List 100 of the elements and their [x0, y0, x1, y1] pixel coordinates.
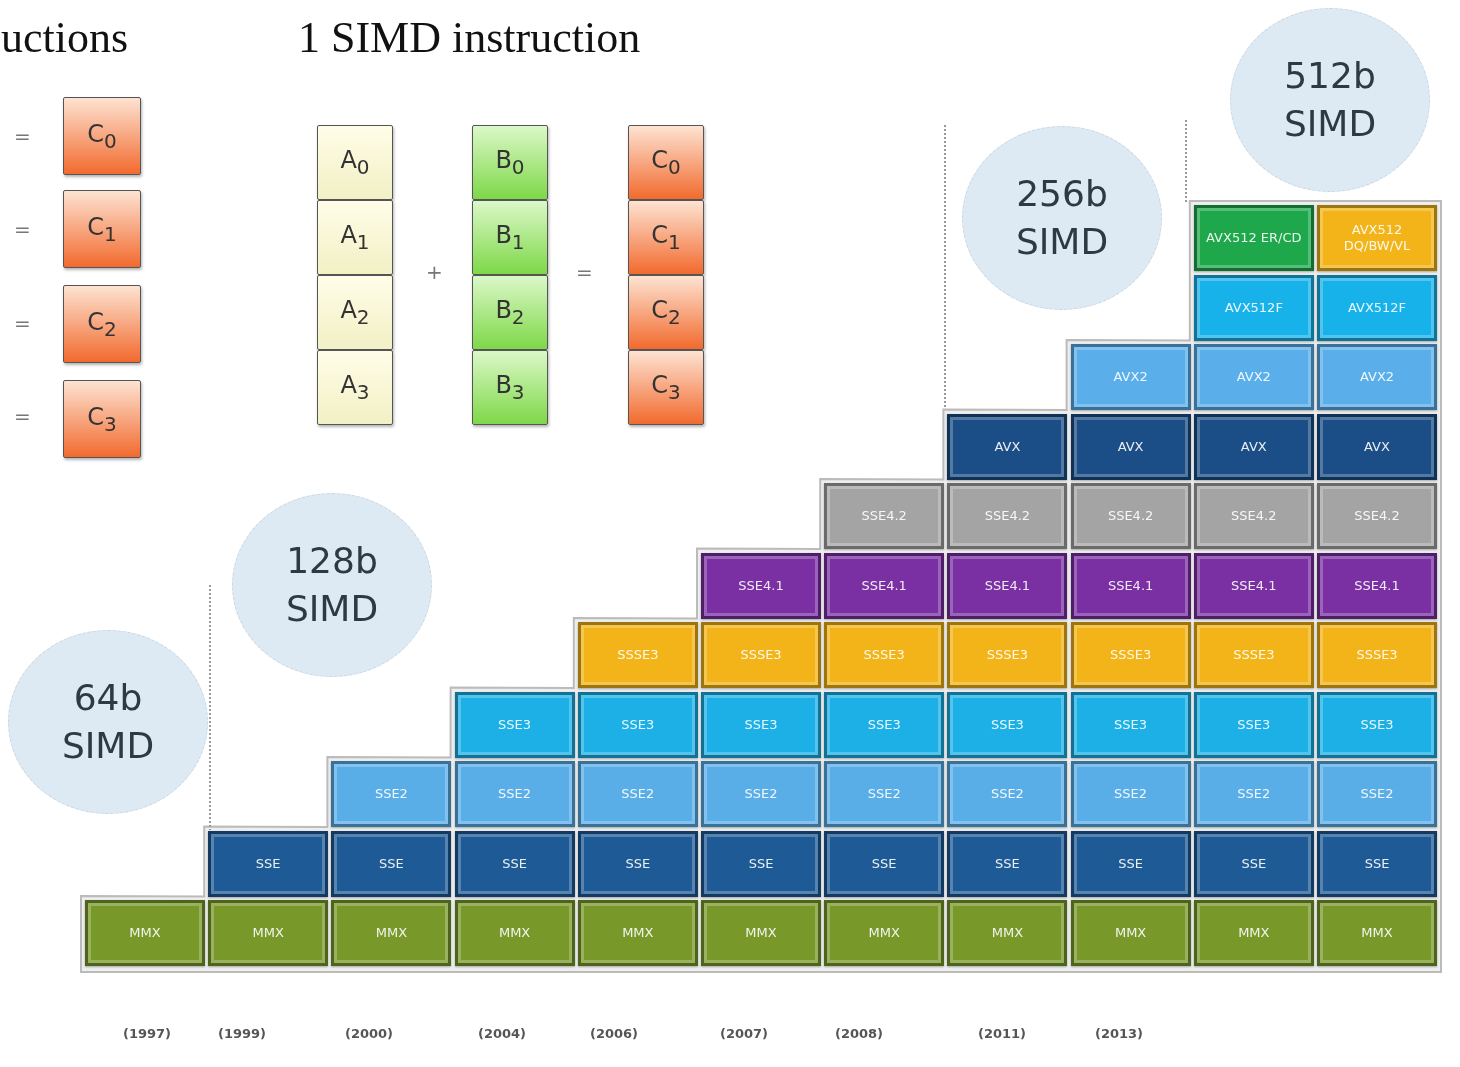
operator-sign: = [14, 126, 31, 146]
block-label: AVX512F [1347, 299, 1407, 316]
instruction-set-block [1070, 413, 1191, 480]
block-label: SSSE3 [1233, 647, 1275, 663]
block-label: SSE3 [867, 716, 901, 733]
instruction-set-block [824, 691, 945, 758]
block-label: SSE4.2 [1231, 508, 1277, 524]
instruction-set-block [208, 830, 329, 897]
block-label: SSSE3 [986, 647, 1028, 663]
instruction-set-block [947, 413, 1068, 480]
operator-sign: = [14, 219, 31, 239]
block-label: SSE4.2 [984, 508, 1031, 524]
instruction-set-block [577, 900, 698, 966]
block-label: SSE2 [498, 786, 532, 802]
operator-sign: = [14, 313, 31, 333]
block-label: SSE4.2 [1354, 508, 1400, 524]
instruction-set-block [1070, 552, 1191, 619]
year-label: (2007) [720, 1026, 770, 1041]
year-label: (1999) [218, 1026, 268, 1041]
block-label: AVX [1117, 438, 1144, 455]
instruction-set-block [824, 761, 945, 827]
instruction-set-block [1317, 691, 1437, 758]
instruction-set-block [577, 830, 698, 897]
year-label: (2000) [345, 1026, 395, 1041]
lane-cell: A$_{2}$ [317, 275, 393, 350]
lane-cell: A$_{1}$ [317, 200, 393, 275]
instruction-set-block [1317, 205, 1437, 271]
instruction-set-block [701, 830, 821, 897]
instruction-set-block [454, 900, 575, 966]
instruction-set-block [1317, 761, 1437, 827]
block-label: SSSE3 [863, 647, 905, 663]
operator-sign: = [576, 262, 593, 282]
block-label: SSE [748, 855, 774, 872]
instruction-set-block [1317, 274, 1437, 341]
lane-cell: A$_{0}$ [317, 125, 393, 200]
instruction-set-block [208, 900, 329, 966]
block-label: SSE [379, 855, 404, 872]
instruction-set-block [824, 483, 945, 549]
instruction-set-block [701, 622, 821, 688]
year-label: (2006) [590, 1026, 640, 1041]
block-label: SSE3 [1237, 716, 1271, 733]
year-label: (2004) [478, 1026, 528, 1041]
block-label: SSE [1241, 855, 1267, 872]
instruction-set-block [331, 761, 452, 827]
block-label: AVX2 [1236, 369, 1271, 385]
year-label: (2008) [835, 1026, 885, 1041]
instruction-set-block [1193, 830, 1314, 897]
instruction-set-block [1070, 344, 1191, 410]
instruction-set-block [1193, 344, 1314, 410]
instruction-set-block [85, 900, 205, 966]
instruction-set-block [947, 691, 1068, 758]
block-label: AVX2 [1359, 369, 1395, 385]
instruction-set-block [1317, 830, 1437, 897]
block-label: SSE2 [1360, 786, 1394, 802]
block-label: SSE3 [744, 716, 778, 733]
block-label: SSE2 [867, 786, 901, 802]
instruction-set-block [947, 622, 1068, 688]
instruction-set-block [1193, 413, 1314, 480]
instruction-set-block [1317, 900, 1437, 966]
instruction-set-block [947, 483, 1068, 549]
instruction-set-block [1070, 830, 1191, 897]
block-label: SSE3 [1114, 716, 1148, 733]
bubble-label: 512b SIMD [1282, 54, 1378, 146]
instruction-set-block [1070, 483, 1191, 549]
block-label: SSE [502, 855, 527, 872]
instruction-set-block [1317, 622, 1437, 688]
instruction-set-block [1193, 622, 1314, 688]
instruction-set-block [947, 830, 1068, 897]
year-label: (2011) [978, 1026, 1028, 1041]
instruction-set-block [331, 830, 452, 897]
block-label: AVX512 DQ/BW/VL [1342, 222, 1412, 254]
instruction-set-block [947, 552, 1068, 619]
block-label: AVX512F [1224, 299, 1283, 316]
instruction-set-block [1317, 344, 1437, 410]
block-label: SSE [871, 855, 897, 872]
instruction-set-block [1070, 622, 1191, 688]
lane-cell: B$_{3}$ [472, 350, 548, 425]
instruction-set-block [454, 830, 575, 897]
block-label: SSE3 [498, 716, 532, 733]
instruction-set-block [1193, 552, 1314, 619]
instruction-set-block [701, 900, 821, 966]
instruction-set-block [1070, 900, 1191, 966]
block-label: SSE2 [621, 786, 655, 802]
lane-cell: B$_{1}$ [472, 200, 548, 275]
instruction-set-block [701, 761, 821, 827]
block-label: SSSE3 [617, 647, 659, 663]
lane-cell: B$_{0}$ [472, 125, 548, 200]
instruction-set-block [824, 552, 945, 619]
block-label: SSE4.2 [861, 508, 907, 524]
block-label: SSE [1364, 855, 1390, 872]
block-label: AVX512 ER/CD [1206, 230, 1302, 246]
instruction-set-block [824, 622, 945, 688]
instruction-set-block [1317, 483, 1437, 549]
instruction-set-block [947, 761, 1068, 827]
block-label: SSE2 [744, 786, 778, 802]
instruction-set-block [1070, 691, 1191, 758]
block-label: SSE [1118, 855, 1143, 872]
block-label: MMX [1114, 925, 1147, 941]
instruction-set-block [1193, 761, 1314, 827]
instruction-set-block [454, 761, 575, 827]
